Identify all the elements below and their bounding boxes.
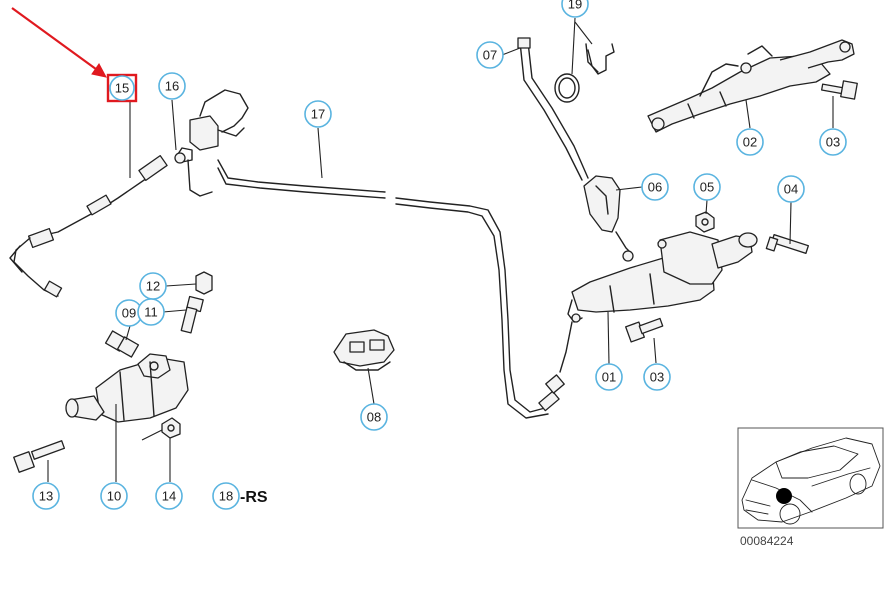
part-17-pipe[interactable] [217,159,565,419]
callout-06[interactable]: 06 [641,173,669,201]
callout-03-mid-label: 03 [650,370,664,385]
callouts: 16 17 19 07 02 03 06 05 [32,0,847,510]
callout-04-label: 04 [784,182,798,197]
part-13-bolt[interactable] [13,440,66,473]
callout-11-label: 11 [144,305,158,320]
callout-12-label: 12 [146,279,160,294]
part-06-boot[interactable] [583,175,633,255]
callout-05-label: 05 [700,180,714,195]
part-09-fitting[interactable] [104,330,140,358]
callout-19-label: 19 [568,0,582,12]
part-10-slave-cylinder[interactable] [65,353,189,423]
location-marker-dot [776,488,792,504]
reference-number: 00084224 [740,534,794,548]
car-location-inset[interactable] [737,427,884,529]
callout-10[interactable]: 10 [100,482,128,510]
callout-10-label: 10 [107,489,121,504]
callout-15-label: 15 [115,81,129,96]
callout-13-label: 13 [39,489,53,504]
callout-04[interactable]: 04 [777,175,805,203]
part-08-bracket[interactable] [333,329,395,371]
callout-16[interactable]: 16 [158,72,186,100]
part-07-hose[interactable] [517,37,589,181]
callout-03-mid[interactable]: 03 [643,363,671,391]
callout-09[interactable]: 09 [115,299,143,327]
rs-suffix: -RS [240,489,268,506]
part-02-master-cylinder[interactable] [647,39,855,133]
callout-08[interactable]: 08 [360,403,388,431]
callout-07-label: 07 [483,48,497,63]
part-03b-bolt[interactable] [625,317,664,343]
callout-01[interactable]: 01 [595,363,623,391]
red-pointer-arrow [11,7,107,78]
callout-19[interactable]: 19 [561,0,589,18]
part-16-valve-bracket[interactable] [174,89,249,197]
callout-08-label: 08 [367,410,381,425]
callout-07[interactable]: 07 [476,41,504,69]
part-12-cap[interactable] [195,271,213,295]
callout-06-label: 06 [648,180,662,195]
callout-05[interactable]: 05 [693,173,721,201]
callout-03-top[interactable]: 03 [819,128,847,156]
part-05-nut[interactable] [695,211,715,233]
callout-09-label: 09 [122,306,136,321]
part-04-pin[interactable] [765,233,810,255]
callout-18-label: 18 [219,489,233,504]
callout-18[interactable]: 18 [212,482,240,510]
part-03a-bolt[interactable] [820,80,858,100]
line-art [9,17,858,482]
highlight-box [106,73,138,103]
callout-03-top-label: 03 [826,135,840,150]
callout-17[interactable]: 17 [304,100,332,128]
callout-01-label: 01 [602,370,616,385]
callout-17-label: 17 [311,107,325,122]
part-01-cylinder[interactable] [559,231,758,373]
callout-13[interactable]: 13 [32,482,60,510]
leader-lines [47,17,834,482]
callout-11[interactable]: 11 [137,298,165,326]
callout-02-label: 02 [743,135,757,150]
callout-14[interactable]: 14 [155,482,183,510]
callout-02[interactable]: 02 [736,128,764,156]
part-14-nut[interactable] [161,417,181,439]
callout-14-label: 14 [162,489,176,504]
part-11-bleeder[interactable] [180,295,204,334]
callout-15-highlighted[interactable]: 15 [106,73,138,103]
part-19-ring-clip[interactable] [554,43,615,103]
part-15-hose-line[interactable] [9,154,168,298]
callout-12[interactable]: 12 [139,272,167,300]
callout-16-label: 16 [165,79,179,94]
